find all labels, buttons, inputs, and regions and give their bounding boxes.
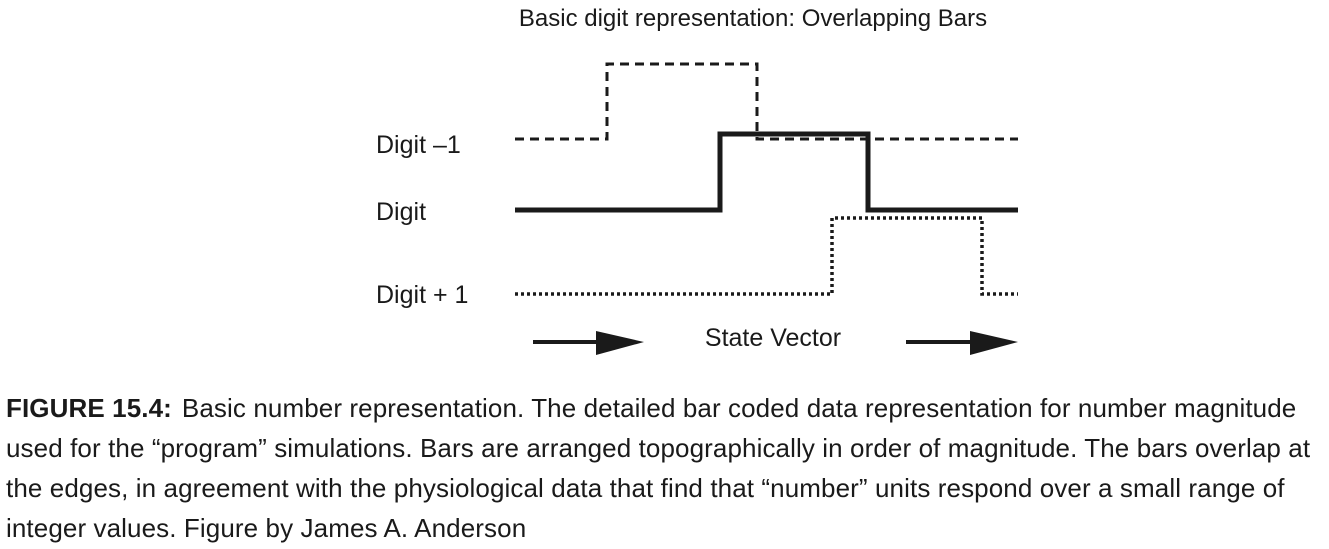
row-label-digit-minus-1: Digit –1	[376, 131, 461, 159]
digit-minus-1-trace	[515, 62, 1018, 141]
figure-caption: FIGURE 15.4:Basic number representation.…	[6, 388, 1326, 548]
digit-trace	[515, 131, 1018, 213]
diagram-title: Basic digit representation: Overlapping …	[519, 5, 987, 32]
diagram: Basic digit representation: Overlapping …	[376, 5, 1018, 355]
caption-text: Basic number representation. The detaile…	[6, 393, 1311, 543]
right-arrow	[906, 331, 1018, 355]
left-arrow	[533, 331, 644, 355]
caption-label: FIGURE 15.4:	[6, 393, 172, 423]
row-label-digit-plus-1: Digit + 1	[376, 281, 468, 309]
row-label-digit: Digit	[376, 198, 426, 226]
state-vector-label: State Vector	[705, 324, 841, 352]
digit-plus-1-trace	[515, 216, 1018, 296]
